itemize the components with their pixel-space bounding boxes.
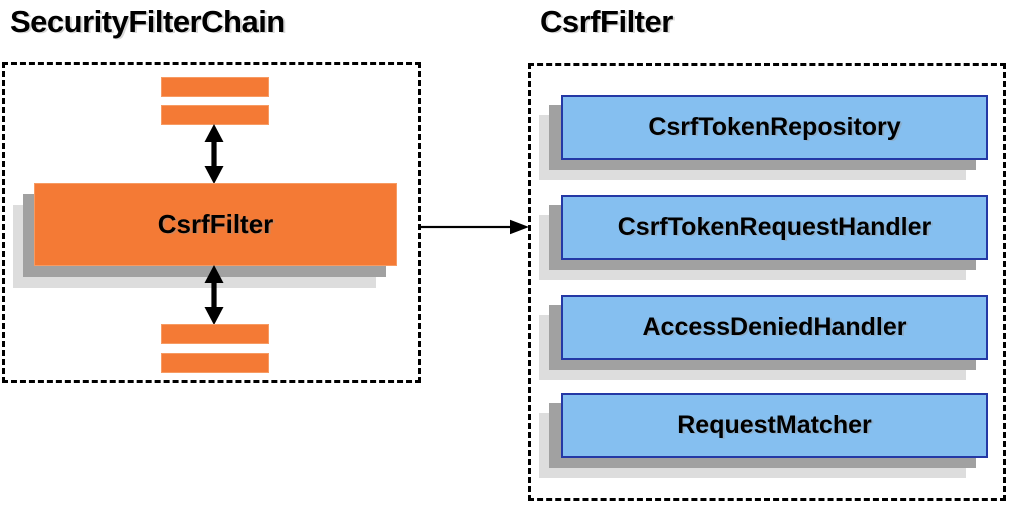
component-label: RequestMatcher <box>561 393 988 458</box>
component-csrf-token-repository: CsrfTokenRepository <box>539 95 988 180</box>
csrf-filter-node-label: CsrfFilter <box>34 183 397 266</box>
component-label: CsrfTokenRepository <box>561 95 988 160</box>
double-arrow-icon <box>204 265 224 325</box>
csrf-filter-box <box>528 63 1006 501</box>
component-label: AccessDeniedHandler <box>561 295 988 360</box>
component-label: CsrfTokenRequestHandler <box>561 195 988 260</box>
component-request-matcher: RequestMatcher <box>539 393 988 478</box>
filter-placeholder-bar <box>161 353 269 373</box>
security-filter-chain-title: SecurityFilterChain <box>10 4 285 39</box>
flow-arrow-icon <box>421 219 529 235</box>
security-filter-chain-box <box>2 62 421 383</box>
filter-placeholder-bar <box>161 77 269 97</box>
csrf-filter-title: CsrfFilter <box>540 4 673 39</box>
component-csrf-token-request-handler: CsrfTokenRequestHandler <box>539 195 988 280</box>
component-access-denied-handler: AccessDeniedHandler <box>539 295 988 380</box>
csrf-filter-node: CsrfFilter <box>13 183 397 288</box>
double-arrow-icon <box>204 124 224 184</box>
filter-placeholder-bar <box>161 324 269 344</box>
filter-placeholder-bar <box>161 105 269 125</box>
